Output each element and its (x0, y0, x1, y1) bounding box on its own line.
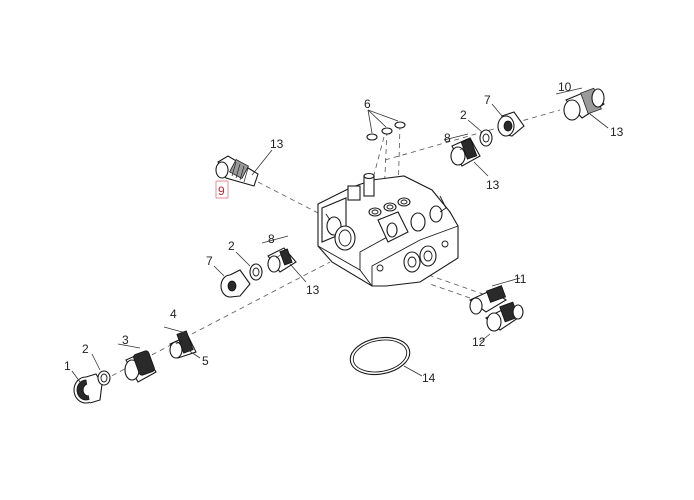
part-8-cartridge-middle (261, 235, 307, 283)
part-4-5-seat-spring (163, 326, 201, 359)
callout-1[interactable]: 1 (64, 359, 71, 373)
highlight-box-9 (215, 180, 229, 199)
part-1-plug (71, 370, 103, 404)
callout-2-upper[interactable]: 2 (460, 108, 467, 122)
valve-assembly-top-left (215, 149, 273, 187)
callout-2-middle[interactable]: 2 (228, 239, 235, 253)
callout-11[interactable]: 11 (514, 272, 527, 286)
callout-7-upper[interactable]: 7 (484, 93, 491, 107)
callout-5[interactable]: 5 (202, 354, 209, 368)
part-3-valve-body (117, 343, 157, 383)
callout-3[interactable]: 3 (122, 333, 129, 347)
part-2-washer-lower (91, 353, 111, 386)
callout-10[interactable]: 10 (558, 80, 572, 94)
callout-13-middle[interactable]: 13 (306, 283, 320, 297)
part-11-12-valve-pair (468, 277, 524, 343)
part-7-plug-upper (491, 103, 525, 137)
part-6-o-rings (366, 109, 406, 141)
callout-13-right[interactable]: 13 (610, 125, 624, 139)
part-8-cartridge-upper (443, 133, 489, 177)
callout-13-upper[interactable]: 13 (486, 178, 500, 192)
callout-8-middle[interactable]: 8 (268, 232, 275, 246)
manifold-housing (317, 172, 459, 287)
callout-2-lower[interactable]: 2 (82, 342, 89, 356)
part-2-washer-upper (467, 119, 493, 147)
callout-8-upper[interactable]: 8 (444, 131, 451, 145)
part-14-large-o-ring (349, 336, 423, 377)
callout-7-middle[interactable]: 7 (206, 254, 213, 268)
callout-12[interactable]: 12 (472, 335, 486, 349)
part-2-washer-middle (235, 251, 263, 281)
callout-6[interactable]: 6 (364, 97, 371, 111)
callout-9[interactable]: 9 (218, 184, 225, 198)
part-7-plug-middle (213, 265, 251, 298)
callout-14[interactable]: 14 (422, 371, 436, 385)
callout-4[interactable]: 4 (170, 307, 177, 321)
callout-13-top-left[interactable]: 13 (270, 137, 284, 151)
callout-labels: 1 2 3 4 5 7 2 8 13 13 9 6 8 2 7 13 10 13… (64, 80, 624, 385)
part-10-valve-upper (555, 87, 609, 129)
